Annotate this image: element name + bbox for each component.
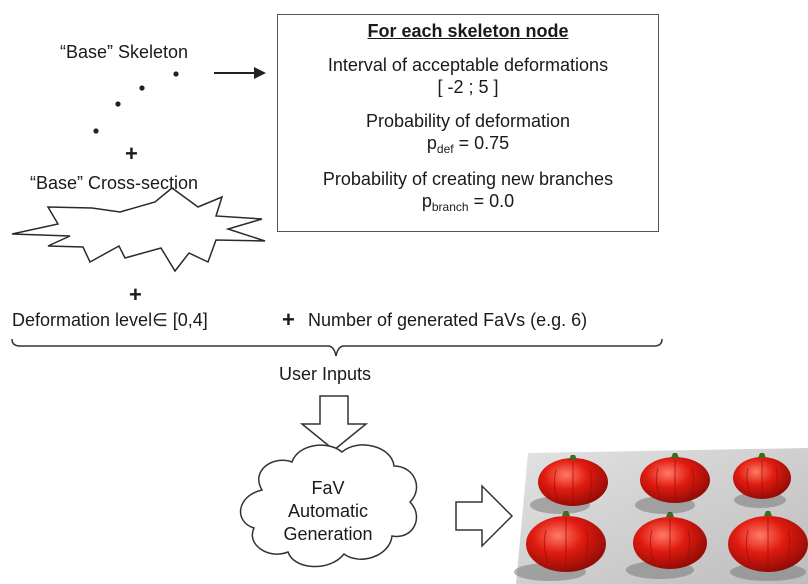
deformation-level-input: Deformation level∈ [0,4] — [12, 310, 208, 330]
box-title: For each skeleton node — [367, 21, 569, 41]
cloud-line-2: Automatic — [287, 501, 369, 521]
right-arrow — [455, 484, 514, 548]
user-inputs-label: User Inputs — [279, 364, 372, 384]
tomato-4 — [526, 511, 606, 572]
interval-value: [ -2 ; 5 ] — [437, 77, 499, 97]
deformation-probability-value: pdef = 0.75 — [278, 133, 658, 156]
tomato-1 — [538, 455, 608, 506]
skeleton-node — [139, 85, 145, 91]
p-branch-subscript: branch — [431, 200, 469, 214]
p-def-number: = 0.75 — [453, 133, 510, 153]
cloud-line-3: Generation — [283, 524, 373, 544]
plus-sign-3: + — [282, 307, 295, 332]
skeleton-label: “Base” Skeleton — [60, 42, 189, 62]
interval-label: Interval of acceptable deformations — [327, 55, 609, 75]
p-branch-symbol: p — [421, 191, 432, 211]
p-def-symbol: p — [426, 133, 437, 153]
cloud-line-1: FaV — [311, 478, 345, 498]
skeleton-node — [173, 71, 179, 77]
skeleton-to-box-arrow — [214, 67, 266, 79]
number-of-favs-input: Number of generated FaVs (e.g. 6) — [308, 310, 588, 330]
cross-section-shape — [11, 187, 266, 273]
user-inputs-brace — [11, 338, 663, 357]
plus-sign-2: + — [129, 282, 142, 307]
deformation-probability-label: Probability of deformation — [365, 111, 571, 131]
down-arrow — [299, 395, 369, 451]
branch-probability-label: Probability of creating new branches — [322, 169, 614, 189]
tomato-6 — [728, 511, 808, 572]
tomato-2 — [640, 453, 710, 503]
skeleton-node — [93, 128, 99, 134]
skeleton-node-parameters-box: For each skeleton node Interval of accep… — [277, 14, 659, 232]
skeleton-node — [115, 101, 121, 107]
p-def-subscript: def — [436, 142, 454, 156]
generation-cloud — [239, 444, 418, 568]
rendered-favs-image — [514, 448, 808, 584]
plus-sign-1: + — [125, 141, 138, 166]
tomato-5 — [633, 512, 707, 569]
p-branch-number: = 0.0 — [468, 191, 515, 211]
skeleton-dots — [93, 71, 179, 134]
cross-section-label: “Base” Cross-section — [30, 173, 199, 193]
branch-probability-value: pbranch = 0.0 — [278, 191, 658, 214]
tomato-3 — [733, 453, 791, 499]
